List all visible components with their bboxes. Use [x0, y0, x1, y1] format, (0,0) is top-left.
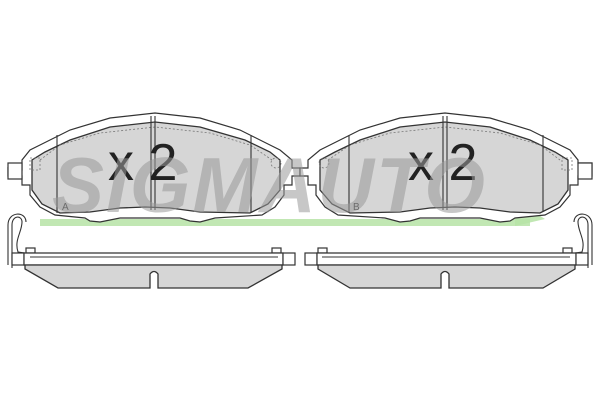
pad-b-front-view: x 2 B — [299, 112, 593, 223]
pad-a-quantity: x 2 — [108, 134, 177, 192]
pad-a-side-view — [7, 213, 296, 289]
pad-a-label: A — [62, 202, 69, 213]
pad-b-quantity: x 2 — [408, 134, 477, 192]
pad-b-side-view — [304, 213, 593, 289]
pad-b-label: B — [353, 202, 360, 213]
watermark-logo: SIGMAUTO — [52, 141, 487, 229]
pad-a-front-view: x 2 A — [7, 112, 301, 223]
